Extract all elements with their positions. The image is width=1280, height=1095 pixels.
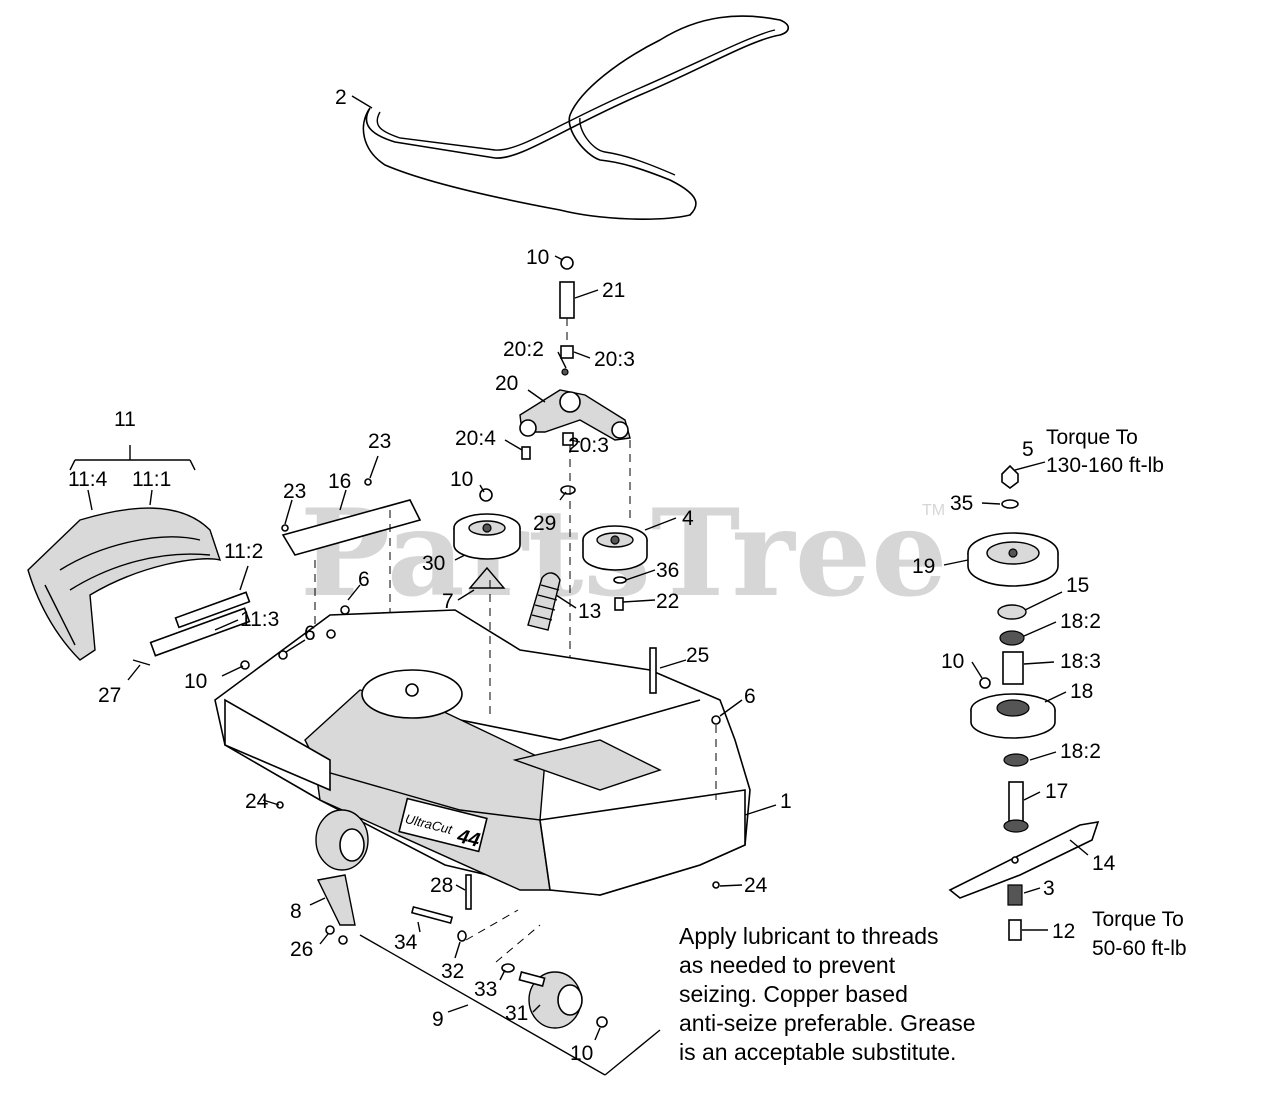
callout-20-3: 20:3 [594, 348, 635, 371]
callout-17: 17 [1045, 780, 1068, 803]
discharge-chute-11 [27, 445, 251, 666]
callout-18-2: 18:2 [1060, 610, 1101, 633]
callout-3: 3 [1043, 877, 1055, 900]
callout-12: 12 [1052, 920, 1075, 943]
callout-22: 22 [656, 590, 679, 613]
callout-2: 2 [335, 86, 347, 109]
callout-18-3: 18:3 [1060, 650, 1101, 673]
callout-11-4: 11:4 [68, 468, 108, 491]
callout-5: 5 [1022, 438, 1034, 461]
callout-18: 18 [1070, 680, 1093, 703]
torque-top-line1: Torque To [1046, 426, 1138, 449]
callout-13: 13 [578, 600, 601, 623]
callout-29: 29 [533, 512, 556, 535]
torque-note-spindle-nut: Torque To 130-160 ft-lb [1046, 426, 1164, 477]
lubricant-note: Apply lubricant to threads as needed to … [679, 923, 976, 1065]
callout-24-b: 24 [744, 874, 768, 897]
callout-9: 9 [432, 1008, 444, 1031]
deck-badge-size: 44 [454, 825, 482, 852]
callout-28: 28 [430, 874, 453, 897]
callout-10-c: 10 [184, 670, 207, 693]
callout-10-e: 10 [941, 650, 964, 673]
torque-top-line2: 130-160 ft-lb [1046, 454, 1164, 477]
callout-20-4: 20:4 [455, 427, 496, 450]
torque-note-blade-bolt: Torque To 50-60 ft-lb [1092, 908, 1187, 960]
watermark-tm: TM [922, 502, 945, 519]
callout-8: 8 [290, 900, 302, 923]
spindle-assembly [948, 464, 1100, 941]
callout-6: 6 [358, 568, 370, 591]
callout-6-b: 6 [304, 622, 316, 645]
callout-20-2: 20:2 [503, 338, 544, 361]
callout-11-2: 11:2 [224, 540, 263, 563]
callout-32: 32 [441, 960, 464, 983]
caster-axle-parts [359, 874, 661, 1076]
callout-16: 16 [328, 470, 351, 493]
callout-19: 19 [912, 555, 935, 578]
caster-wheel-left [315, 809, 369, 945]
leader-lines [87, 95, 1089, 1041]
callout-24: 24 [245, 790, 269, 813]
callout-11-3: 11:3 [240, 608, 279, 631]
lubricant-note-line-1: Apply lubricant to threads [679, 923, 939, 949]
callout-26: 26 [290, 938, 313, 961]
torque-bottom-line1: Torque To [1092, 908, 1184, 931]
callout-23: 23 [368, 430, 391, 453]
idler-arm-assembly [519, 256, 631, 690]
belt-cover-16 [281, 478, 422, 690]
lubricant-note-line-3: seizing. Copper based [679, 981, 908, 1007]
callout-36: 36 [656, 559, 679, 582]
callout-18-2-b: 18:2 [1060, 740, 1101, 763]
idler-pulley-30 [453, 488, 521, 589]
callout-10-b: 10 [450, 468, 473, 491]
callout-4: 4 [682, 507, 694, 530]
callout-7: 7 [442, 590, 454, 613]
callout-6-c: 6 [744, 685, 756, 708]
callout-30: 30 [422, 552, 445, 575]
lubricant-note-line-4: anti-seize preferable. Grease [679, 1010, 976, 1036]
callout-15: 15 [1066, 574, 1089, 597]
callout-25: 25 [686, 644, 709, 667]
drive-belt [362, 15, 790, 220]
callout-labels: 2 10 21 20:2 20:3 20 20:4 20:3 10 29 4 3… [68, 86, 1116, 1065]
callout-10: 10 [526, 246, 549, 269]
callout-33: 33 [474, 978, 497, 1001]
torque-bottom-line2: 50-60 ft-lb [1092, 937, 1187, 960]
callout-35: 35 [950, 492, 973, 515]
callout-11: 11 [114, 408, 136, 431]
spring-13 [527, 572, 561, 631]
idler-pulley-4 [582, 525, 648, 611]
callout-23-b: 23 [283, 480, 306, 503]
callout-20: 20 [495, 372, 518, 395]
callout-14: 14 [1092, 852, 1116, 875]
callout-1: 1 [780, 790, 792, 813]
mower-deck-housing-1: UltraCut 44 [214, 580, 751, 896]
callout-34: 34 [394, 931, 418, 954]
callout-27: 27 [98, 684, 121, 707]
callout-31: 31 [505, 1002, 528, 1025]
caster-wheel-31 [501, 963, 608, 1029]
lubricant-note-line-2: as needed to prevent [679, 952, 896, 978]
callout-10-d: 10 [570, 1042, 593, 1065]
lubricant-note-line-5: is an acceptable substitute. [679, 1039, 956, 1065]
callout-21: 21 [602, 279, 625, 302]
callout-11-1: 11:1 [132, 468, 171, 491]
callout-20-3-b: 20:3 [568, 434, 609, 457]
